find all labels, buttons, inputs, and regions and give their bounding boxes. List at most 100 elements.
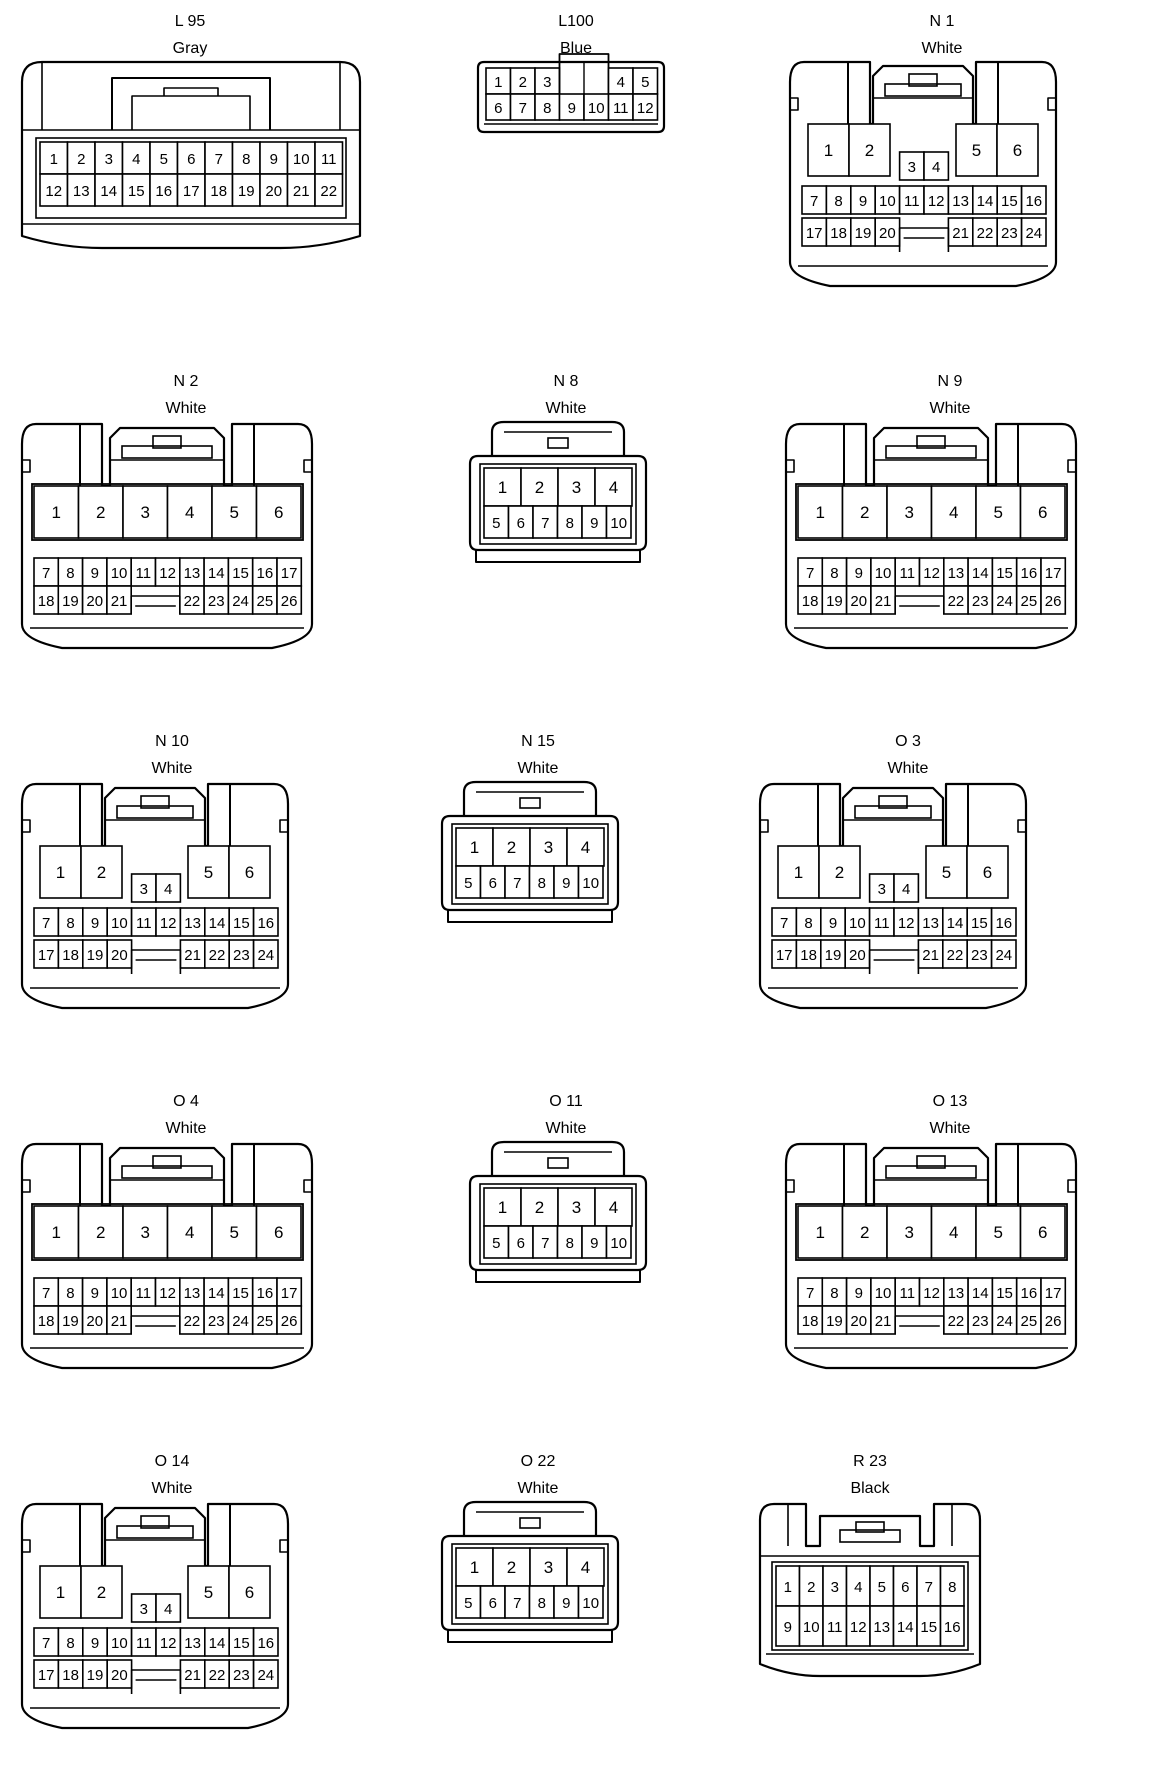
pin-number: 9: [562, 1595, 570, 1612]
pin-number: 21: [184, 1667, 201, 1684]
pin-number: 3: [908, 159, 916, 176]
pin-number: 9: [855, 565, 863, 582]
pin-cell: [314, 173, 344, 207]
pin-cell: [1019, 485, 1066, 539]
pin-cell: [106, 585, 133, 615]
pin-number: 6: [517, 515, 525, 532]
pin-number: 15: [233, 1635, 250, 1652]
pin-cell: [825, 217, 852, 247]
pin-cell: [991, 557, 1018, 587]
pin-cell: [154, 1277, 181, 1307]
pin-cell: [130, 557, 157, 587]
pin-number: 10: [111, 1635, 128, 1652]
pin-number: 6: [489, 875, 497, 892]
connector-color: White: [518, 1480, 559, 1497]
pin-number: 1: [494, 74, 502, 91]
pin-number: 12: [898, 915, 915, 932]
connector-color: White: [922, 40, 963, 57]
pin-cell: [1019, 1205, 1066, 1259]
pin-cell: [1040, 585, 1067, 615]
pin-cell: [255, 1205, 302, 1259]
pin-number: 19: [62, 1313, 79, 1330]
pin-number: 4: [581, 838, 590, 857]
pin-cell: [286, 173, 316, 207]
housing-outline: [130, 1315, 181, 1334]
pin-cell: [211, 1205, 258, 1259]
housing-outline: [447, 910, 613, 923]
pin-number: 18: [210, 183, 227, 200]
housing-outline: [22, 1539, 31, 1553]
pin-cell: [106, 1277, 133, 1307]
pin-number: 13: [948, 565, 965, 582]
pin-number: 13: [184, 1285, 201, 1302]
pin-number: 2: [535, 478, 544, 497]
pin-cell: [990, 907, 1017, 937]
pin-number: 22: [184, 1313, 201, 1330]
pin-number: 11: [136, 915, 152, 932]
big-pin-frame: [795, 1203, 1068, 1261]
connector-id: N 2: [174, 373, 199, 390]
pin-number: 18: [830, 225, 847, 242]
pin-cell: [996, 185, 1023, 215]
pin-number: 17: [281, 565, 298, 582]
pin-number: 25: [257, 593, 274, 610]
pin-number: 16: [1025, 193, 1042, 210]
housing-outline: [490, 420, 626, 456]
pin-number: 19: [87, 947, 104, 964]
pin-number: 1: [816, 1223, 825, 1242]
pin-cell: [507, 505, 534, 539]
pin-number: 10: [849, 915, 866, 932]
pin-number: 1: [824, 141, 833, 160]
pin-number: 2: [860, 503, 869, 522]
housing-outline: [475, 550, 641, 563]
pin-cell: [874, 185, 901, 215]
pin-number: 6: [245, 863, 254, 882]
pin-cell: [149, 173, 179, 207]
pin-number: 5: [492, 1235, 500, 1252]
connector-id: O 14: [155, 1453, 190, 1470]
pin-cell: [204, 1659, 231, 1689]
pin-number: 8: [834, 193, 842, 210]
pin-number: 13: [184, 565, 201, 582]
pin-cell: [1015, 557, 1042, 587]
pin-number: 4: [949, 1223, 958, 1242]
pin-cell: [996, 123, 1039, 177]
pin-cell: [870, 1305, 897, 1335]
pin-cell: [455, 865, 482, 899]
pin-number: 7: [513, 875, 521, 892]
pin-cell: [485, 93, 512, 121]
pin-number: 6: [901, 1579, 909, 1596]
housing-part: [771, 1561, 969, 1651]
pin-number: 10: [111, 1285, 128, 1302]
pin-cell: [106, 907, 133, 937]
pin-number: 4: [932, 159, 940, 176]
pin-number: 4: [617, 74, 625, 91]
pin-number: 8: [566, 1235, 574, 1252]
pin-number: 2: [519, 74, 527, 91]
pin-number: 11: [136, 1635, 152, 1652]
housing-part: [855, 1521, 885, 1533]
pin-cell: [605, 1225, 632, 1259]
pin-number: 5: [641, 74, 649, 91]
pin-number: 5: [160, 151, 168, 168]
pin-number: 4: [164, 1601, 172, 1618]
pin-number: 8: [66, 565, 74, 582]
pin-number: 6: [517, 1235, 525, 1252]
pin-cell: [39, 845, 82, 899]
housing-part: [121, 1165, 213, 1179]
pin-cell: [252, 1627, 279, 1657]
pin-cell: [577, 865, 604, 899]
pin-number: 18: [800, 947, 817, 964]
pin-cell: [504, 1585, 531, 1619]
connector-color: White: [930, 1120, 971, 1137]
pin-cell: [923, 185, 950, 215]
housing-outline: [868, 949, 920, 974]
pin-number: 8: [948, 1579, 956, 1596]
pin-number: 24: [996, 593, 1013, 610]
pin-cell: [553, 1585, 580, 1619]
pin-cell: [825, 185, 852, 215]
pin-number: 20: [850, 1313, 867, 1330]
pin-number: 3: [141, 1223, 150, 1242]
pin-number: 23: [208, 593, 225, 610]
